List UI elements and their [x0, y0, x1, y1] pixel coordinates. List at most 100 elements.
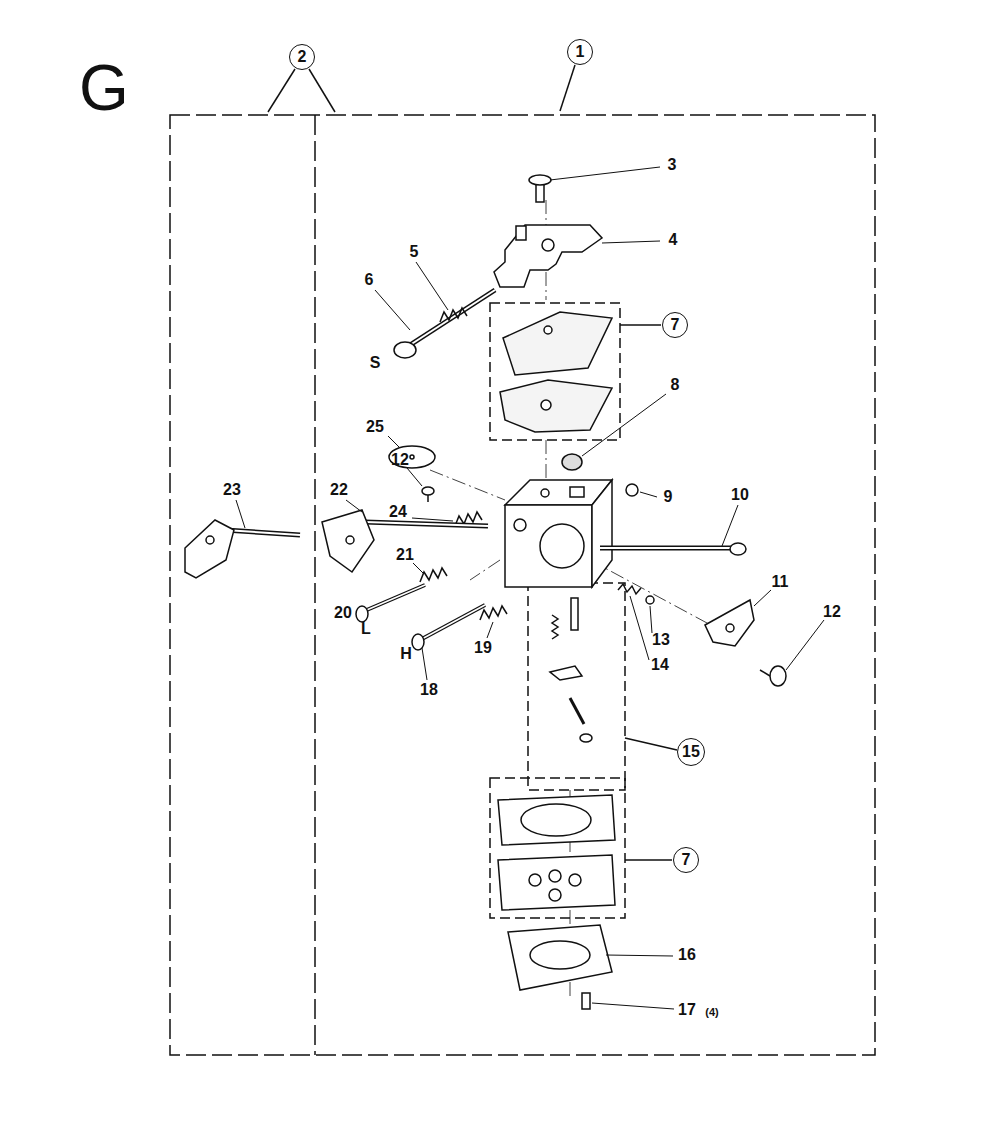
drawing-stroke: [490, 303, 620, 440]
drawing-stroke: [770, 666, 786, 686]
callout-number: 21: [396, 547, 414, 563]
drawing-stroke: [413, 563, 423, 573]
drawing-stroke: [521, 804, 591, 836]
drawing-stroke: [410, 290, 495, 345]
drawing-stroke: [412, 634, 424, 650]
drawing-stroke: [375, 290, 410, 330]
drawing-stroke: [356, 606, 368, 622]
drawing-stroke: [410, 290, 495, 345]
drawing-stroke: [726, 624, 734, 632]
callout-number: (4): [705, 1007, 718, 1018]
callout-circle: 15: [677, 738, 705, 766]
drawing-stroke: [646, 596, 654, 604]
drawing-stroke: [422, 648, 427, 680]
drawing-stroke: [630, 596, 649, 660]
drawing-stroke: [625, 859, 672, 861]
drawing-stroke: [541, 400, 551, 410]
drawing-stroke: [365, 522, 488, 526]
drawing-stroke: [498, 795, 615, 845]
callout-number: 1: [576, 44, 585, 60]
leader-lines: [236, 167, 824, 1009]
drawing-stroke: [600, 547, 732, 549]
drawing-stroke: [571, 598, 578, 630]
drawing-stroke: [650, 606, 652, 633]
drawing-stroke: [529, 175, 551, 185]
drawing-stroke: [480, 606, 507, 620]
drawing-stroke: [569, 874, 581, 886]
drawing-stroke: [314, 115, 316, 1055]
callout-number: 2: [298, 49, 307, 65]
callout-number: 19: [474, 640, 492, 656]
drawing-stroke: [528, 583, 625, 790]
drawing-stroke: [430, 470, 505, 500]
drawing-stroke: [541, 489, 549, 497]
drawing-stroke: [225, 530, 300, 535]
callout-number: 10: [731, 487, 749, 503]
callout-number: 9: [664, 489, 673, 505]
callout-number: 5: [410, 244, 419, 260]
callout-number: 23: [223, 482, 241, 498]
parts: [185, 175, 786, 1009]
callout-number: 17: [678, 1002, 696, 1018]
drawing-stroke: [505, 505, 592, 587]
axis-line: [430, 200, 720, 1000]
drawing-stroke: [420, 568, 447, 582]
callout-number: L: [361, 621, 371, 637]
drawing-stroke: [427, 495, 429, 502]
callout-number: H: [400, 646, 412, 662]
callout-number: 22: [330, 482, 348, 498]
drawing-stroke: [470, 560, 500, 580]
drawing-stroke: [225, 530, 300, 535]
callout-number: 11: [772, 574, 789, 590]
callout-number: 15: [682, 744, 700, 760]
drawing-stroke: [786, 620, 824, 670]
drawing-stroke: [730, 543, 746, 555]
drawing-stroke: [602, 241, 660, 243]
drawing-stroke: [705, 600, 754, 646]
callout-circle: 7: [673, 847, 699, 873]
drawing-stroke: [754, 590, 771, 606]
drawing-stroke: [236, 500, 245, 528]
drawing-stroke: [487, 622, 493, 638]
drawing-stroke: [407, 468, 422, 486]
callout-number: 12: [823, 604, 841, 620]
drawing-stroke: [590, 560, 720, 630]
drawing-stroke: [500, 380, 612, 432]
drawing-stroke: [640, 492, 657, 497]
drawing-stroke: [550, 666, 582, 680]
drawing-stroke: [620, 324, 661, 326]
drawing-stroke: [544, 326, 552, 334]
drawing-stroke: [410, 455, 414, 459]
callout-number: 6: [365, 272, 374, 288]
drawing-stroke: [600, 546, 732, 551]
drawing-stroke: [170, 115, 875, 1055]
drawing-stroke: [362, 585, 425, 612]
drawing-stroke: [540, 524, 584, 568]
drawing-stroke: [389, 446, 435, 468]
drawing-stroke: [592, 1003, 674, 1009]
callout-number: 16: [678, 947, 696, 963]
drawing-stroke: [625, 738, 677, 750]
drawing-stroke: [562, 454, 582, 470]
drawing-stroke: [582, 394, 666, 456]
drawing-stroke: [549, 889, 561, 901]
drawing-stroke: [440, 308, 467, 322]
drawing-stroke: [412, 518, 453, 521]
drawing-stroke: [420, 605, 485, 640]
drawing-stroke: [529, 874, 541, 886]
callout-number: 14: [651, 657, 669, 673]
drawing-stroke: [322, 510, 374, 572]
callout-number: 18: [420, 682, 438, 698]
callout-number: 3: [668, 157, 677, 173]
drawing-stroke: [542, 239, 554, 251]
drawing-stroke: [550, 167, 660, 180]
drawing-stroke: [416, 262, 448, 310]
drawing-stroke: [309, 69, 335, 112]
drawing-stroke: [365, 522, 488, 526]
drawing-stroke: [508, 925, 612, 990]
drawing-stroke: [362, 585, 425, 612]
drawing-stroke: [388, 436, 400, 448]
drawing-stroke: [503, 312, 612, 375]
callout-number: 25: [366, 419, 384, 435]
